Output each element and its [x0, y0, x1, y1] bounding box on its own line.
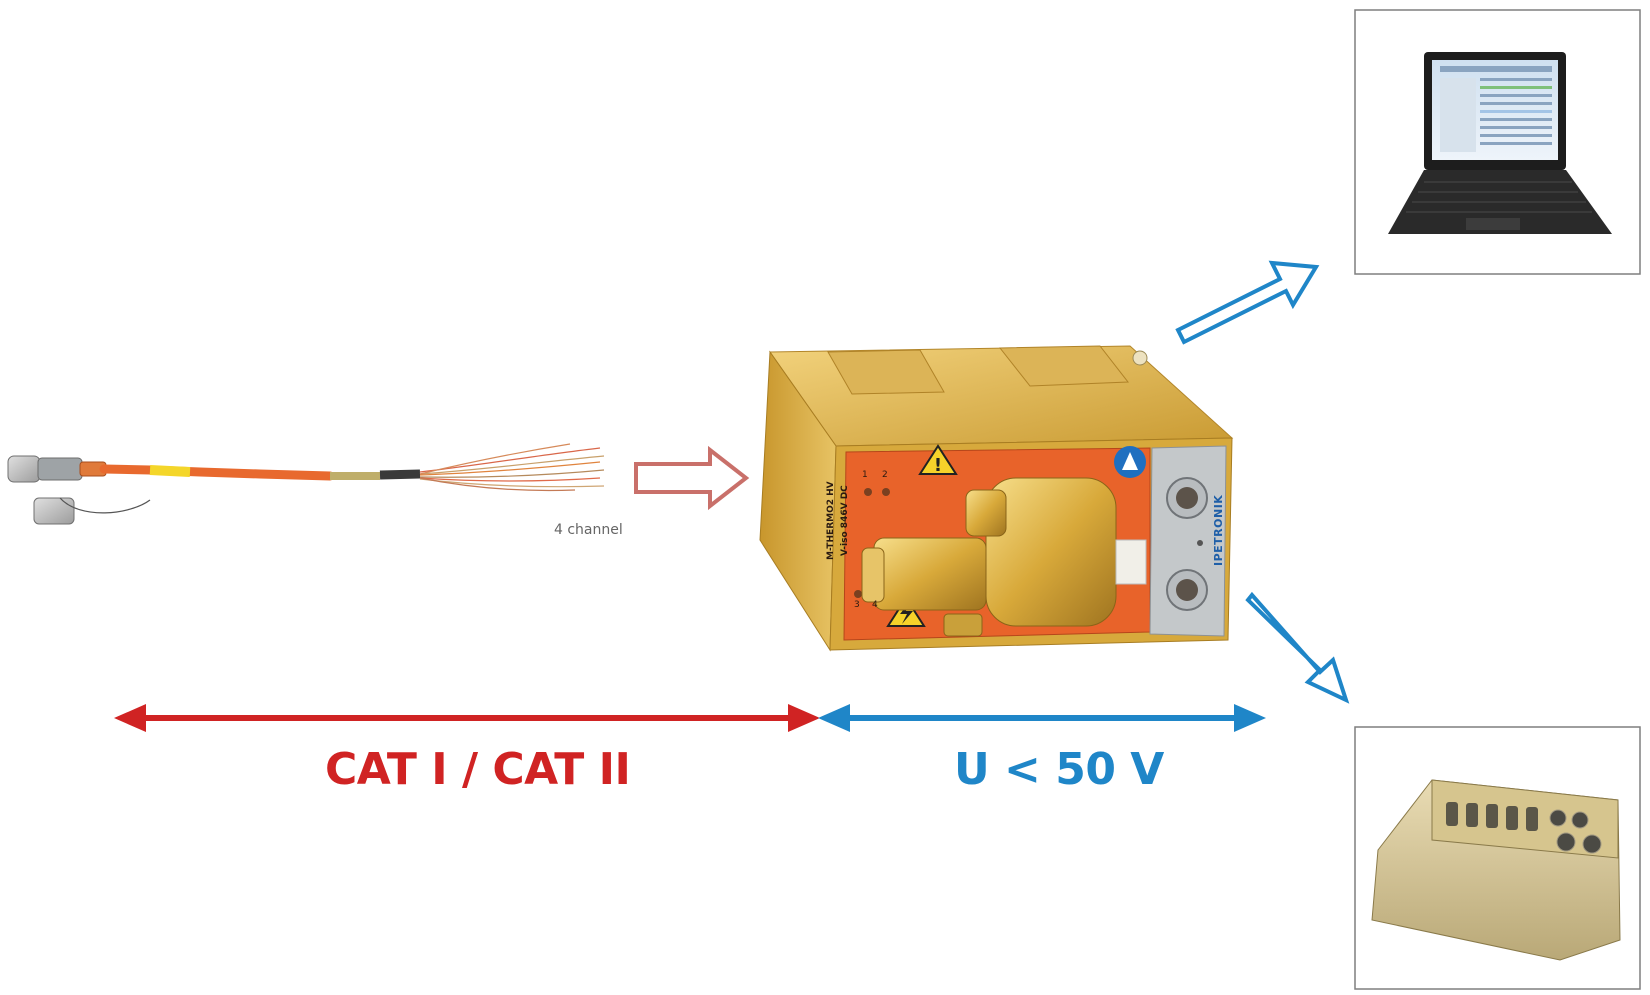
input-arrow — [634, 445, 750, 511]
laptop-icon — [1354, 9, 1641, 275]
module-brand: IPETRONIK — [1212, 494, 1225, 566]
thermo-plug — [861, 477, 1117, 637]
cable-caption: 4 channel — [554, 522, 623, 538]
output-arrow-to-logger — [1245, 591, 1350, 704]
led-label-2: 2 — [882, 470, 888, 480]
svg-text:!: ! — [934, 455, 942, 476]
manual-icon — [1114, 446, 1146, 478]
cat-range-label: CAT I / CAT II — [325, 744, 631, 795]
connector-socket — [1166, 477, 1208, 519]
low-voltage-label: U < 50 V — [954, 744, 1164, 795]
led-label-3: 3 — [854, 600, 860, 610]
high-voltage-icon — [886, 596, 926, 627]
led-label-1: 1 — [862, 470, 868, 480]
led-label-4: 4 — [872, 600, 878, 610]
low-voltage-range-arrow — [818, 704, 1266, 732]
thermo-module: ! — [759, 345, 1234, 652]
cable-icon — [7, 443, 605, 525]
logger-device-icon — [1354, 726, 1641, 990]
output-arrow-to-laptop — [1175, 260, 1320, 345]
connector-socket — [1166, 569, 1208, 611]
module-model-text: M-THERMO2 HV — [826, 481, 836, 560]
cat-range-arrow — [114, 704, 820, 732]
module-spec-text: V-iso 846V DC — [840, 485, 850, 556]
warning-icon: ! — [918, 444, 958, 476]
